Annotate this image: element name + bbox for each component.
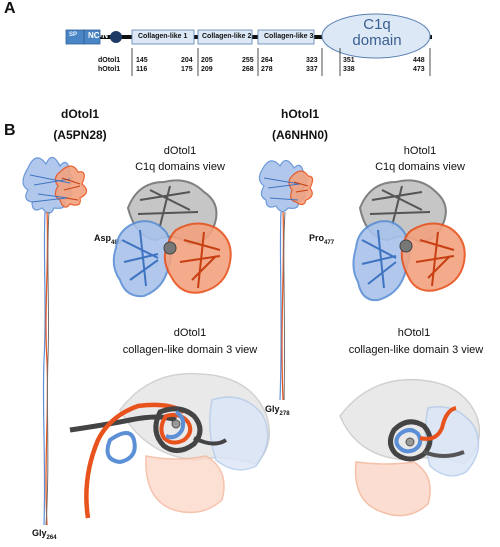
- h-c1q-view: [352, 179, 466, 302]
- collagen-label-3: Collagen-like 3: [264, 33, 314, 40]
- num-h-8: 473: [413, 66, 425, 73]
- collagen-box-3: [257, 29, 315, 45]
- h-c1q-title-2: C1q domains view: [375, 161, 465, 173]
- c1q-label-2: domain: [352, 32, 402, 49]
- num-d-3: 205: [201, 57, 213, 64]
- collagen-box-1: [131, 29, 195, 45]
- d-col-title-1: dOtol1: [173, 327, 207, 339]
- h-col-title-1: hOtol1: [397, 327, 431, 339]
- num-d-5: 264: [261, 57, 273, 64]
- h-accession: (A6NHN0): [271, 128, 328, 142]
- d-title: dOtol1: [61, 107, 99, 121]
- panel-b-letter: B: [4, 122, 16, 139]
- num-d-8: 448: [413, 57, 425, 64]
- c1q-ellipse: [321, 13, 431, 59]
- row-name-d: dOtol1: [98, 57, 121, 64]
- num-d-1: 145: [136, 57, 148, 64]
- nc-box: [83, 29, 101, 45]
- h-col-title-2: collagen-like domain 3 view: [348, 344, 484, 356]
- h-full-structure: [258, 159, 314, 401]
- gly-d-label: Gly264: [32, 528, 57, 541]
- d-c1q-view: [112, 179, 232, 298]
- h-collagen-view: [339, 378, 481, 517]
- c1q-label-1: C1q: [363, 16, 391, 33]
- num-h-1: 116: [136, 66, 148, 73]
- panel-a-letter: A: [4, 0, 16, 17]
- d-c1q-title-1: dOtol1: [163, 145, 197, 157]
- collagen-label-2: Collagen-like 2: [202, 33, 252, 40]
- collagen-label-1: Collagen-like 1: [138, 33, 188, 40]
- d-collagen-view: [69, 372, 271, 519]
- num-d-7: 351: [343, 57, 355, 64]
- num-d-4: 255: [242, 57, 254, 64]
- pro-label: Pro477: [309, 233, 335, 246]
- collagen-box-2: [197, 29, 253, 45]
- num-d-6: 323: [306, 57, 318, 64]
- gly-h-label: Gly278: [265, 404, 290, 417]
- d-col-title-2: collagen-like domain 3 view: [122, 344, 258, 356]
- nc-label: NC-N: [88, 31, 108, 40]
- sp-label: SP: [69, 32, 78, 38]
- h-c1q-title-1: hOtol1: [403, 145, 437, 157]
- num-h-5: 278: [261, 66, 273, 73]
- num-h-3: 209: [201, 66, 213, 73]
- num-h-7: 338: [343, 66, 355, 73]
- d-accession: (A5PN28): [53, 128, 107, 142]
- row-name-h: hOtol1: [98, 66, 121, 73]
- d-c1q-title-2: C1q domains view: [135, 161, 225, 173]
- h-title: hOtol1: [281, 107, 319, 121]
- num-h-4: 268: [242, 66, 254, 73]
- nc-knob: [110, 31, 122, 43]
- d-full-structure: [22, 156, 88, 526]
- num-h-2: 175: [181, 66, 193, 73]
- num-d-2: 204: [181, 57, 193, 64]
- num-h-6: 337: [306, 66, 318, 73]
